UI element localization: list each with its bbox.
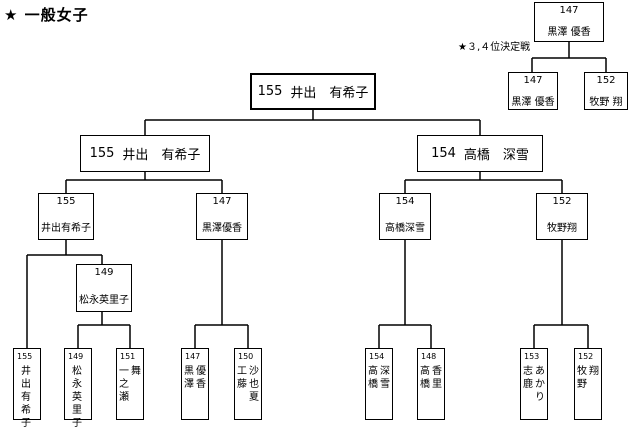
entry-number: 155 bbox=[17, 352, 33, 361]
entry-name: 井出 有希子 bbox=[290, 86, 369, 101]
entry-number: 147 bbox=[185, 352, 201, 361]
entry-name: 黒澤優香 bbox=[202, 223, 242, 234]
quarterfinal-box: 152 牧野翔 bbox=[536, 193, 588, 240]
entry-number: 147 bbox=[559, 5, 579, 16]
entry-number: 148 bbox=[421, 352, 437, 361]
third-place-note: ★３,４位決定戦 bbox=[458, 42, 531, 53]
entrant-box: 151 一之瀬舞 bbox=[116, 348, 144, 420]
entry-number: 155 bbox=[89, 146, 115, 161]
entrant-box: 152 牧野翔 bbox=[574, 348, 602, 420]
entry-name: 高橋深雪 bbox=[385, 223, 425, 234]
entry-name-part: 翔 bbox=[589, 366, 599, 377]
entry-name-part: 沙也夏 bbox=[249, 366, 259, 403]
entry-name: 一之瀬 bbox=[119, 366, 129, 403]
entry-name: 高橋 bbox=[368, 366, 378, 390]
entry-name: 牧野翔 bbox=[547, 223, 577, 234]
entry-name-part: 深雪 bbox=[380, 366, 390, 390]
entry-number: 150 bbox=[238, 352, 254, 361]
entry-name: 井出有希子 bbox=[21, 366, 31, 429]
entry-number: 147 bbox=[212, 196, 232, 207]
entry-name: 黒澤 優香 bbox=[511, 97, 555, 108]
entry-number: 154 bbox=[369, 352, 385, 361]
entry-name: 牧野 翔 bbox=[589, 97, 623, 108]
entry-name: 井出有希子 bbox=[41, 223, 91, 234]
entry-name: 工藤 bbox=[237, 366, 247, 390]
entrant-box: 148 高橋香里 bbox=[417, 348, 445, 420]
entry-number: 152 bbox=[552, 196, 572, 207]
quarterfinal-box: 154 高橋深雪 bbox=[379, 193, 431, 240]
entry-name: 松永英里子 bbox=[79, 295, 129, 306]
champion-box: 155 井出 有希子 bbox=[250, 73, 376, 110]
entry-name: 牧野 bbox=[577, 366, 587, 390]
semifinal-left-box: 155 井出 有希子 bbox=[80, 135, 210, 172]
entrant-box: 154 高橋深雪 bbox=[365, 348, 393, 420]
entry-name: 黒澤 優香 bbox=[547, 27, 591, 38]
entry-number: 155 bbox=[56, 196, 76, 207]
entry-number: 147 bbox=[523, 75, 543, 86]
entry-name: 松永英里子 bbox=[72, 366, 82, 429]
third-place-left-box: 147 黒澤 優香 bbox=[508, 72, 558, 110]
entry-number: 154 bbox=[431, 146, 456, 161]
semifinal-right-box: 154 高橋 深雪 bbox=[417, 135, 543, 172]
entry-number: 152 bbox=[578, 352, 594, 361]
entry-name-part: 優香 bbox=[196, 366, 206, 390]
entry-number: 149 bbox=[94, 267, 114, 278]
entry-name-part: 香里 bbox=[432, 366, 442, 390]
entry-number: 149 bbox=[68, 352, 84, 361]
entry-name: 志鹿 bbox=[523, 366, 533, 390]
entry-number: 151 bbox=[120, 352, 136, 361]
entrant-box: 150 工藤沙也夏 bbox=[234, 348, 262, 420]
entrant-box: 155 井出有希子 bbox=[13, 348, 41, 429]
third-place-winner-box: 147 黒澤 優香 bbox=[534, 2, 604, 42]
entry-name-part: あかり bbox=[535, 366, 545, 403]
entry-number: 153 bbox=[524, 352, 540, 361]
page-title: ★ 一般女子 bbox=[4, 6, 89, 24]
round1-winner-box: 149 松永英里子 bbox=[76, 264, 132, 312]
entrant-box: 153 志鹿あかり bbox=[520, 348, 548, 420]
quarterfinal-box: 147 黒澤優香 bbox=[196, 193, 248, 240]
entrant-box: 149 松永英里子 bbox=[64, 348, 92, 429]
entry-name-part: 舞 bbox=[131, 366, 141, 377]
entry-name: 黒澤 bbox=[184, 366, 194, 390]
quarterfinal-box: 155 井出有希子 bbox=[38, 193, 94, 240]
entry-number: 155 bbox=[257, 84, 283, 99]
third-place-right-box: 152 牧野 翔 bbox=[584, 72, 628, 110]
entrant-box: 147 黒澤優香 bbox=[181, 348, 209, 420]
entry-number: 152 bbox=[596, 75, 616, 86]
entry-name: 高橋 bbox=[420, 366, 430, 390]
entry-number: 154 bbox=[395, 196, 415, 207]
entry-name: 高橋 深雪 bbox=[463, 148, 529, 163]
entry-name: 井出 有希子 bbox=[122, 148, 201, 163]
